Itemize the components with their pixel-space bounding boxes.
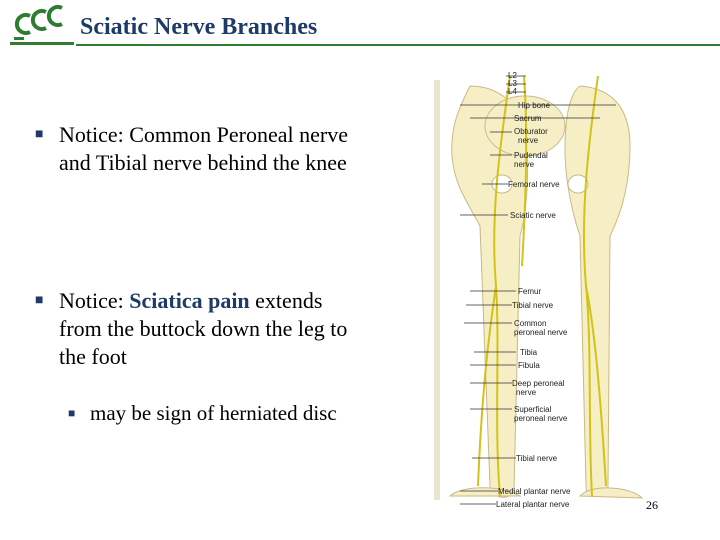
label-obturator-2: nerve <box>518 136 539 145</box>
label-lateral: Lateral plantar nerve <box>496 500 570 509</box>
skeleton-illustration <box>448 85 644 499</box>
title-rule <box>76 44 720 46</box>
label-pudendal-2: nerve <box>514 160 535 169</box>
figure-edge <box>434 80 440 500</box>
label-deep: Deep peroneal <box>512 379 565 388</box>
nerve-paths <box>477 75 607 497</box>
label-medial: Medial plantar nerve <box>498 487 571 496</box>
label-sacrum: Sacrum <box>514 114 542 123</box>
label-fibula: Fibula <box>518 361 540 370</box>
square-bullet-icon: ■ <box>68 406 76 420</box>
leg-nerve-diagram: L2 L3 L4 Hip bone Sacrum Obturator nerve… <box>434 71 644 509</box>
label-obturator: Obturator <box>514 127 548 136</box>
label-femoral: Femoral nerve <box>508 180 560 189</box>
bullet-2-suffix: extends from the buttock down the leg to… <box>59 288 348 369</box>
label-tibial-2: Tibial nerve <box>516 454 558 463</box>
logo-bars <box>10 37 74 45</box>
bullet-2-highlight: Sciatica pain <box>129 288 250 313</box>
label-hip-bone: Hip bone <box>518 101 551 110</box>
label-lines <box>460 75 616 505</box>
label-l4: L4 <box>508 87 517 96</box>
label-common-2: peroneal nerve <box>514 328 568 337</box>
label-l3: L3 <box>508 79 517 88</box>
label-pudendal: Pudendal <box>514 151 548 160</box>
sub-bullet-1-text: may be sign of herniated disc <box>90 401 337 425</box>
figure-labels: L2 L3 L4 Hip bone Sacrum Obturator nerve… <box>496 71 571 509</box>
label-deep-2: nerve <box>516 388 537 397</box>
bullet-1: ■ Notice: Common Peroneal nerve and Tibi… <box>35 121 359 177</box>
bullet-2-prefix: Notice: <box>59 288 130 313</box>
bullet-1-text: Notice: Common Peroneal nerve and Tibial… <box>59 122 348 175</box>
label-l2: L2 <box>508 71 517 80</box>
label-sciatic: Sciatic nerve <box>510 211 556 220</box>
square-bullet-icon: ■ <box>35 293 44 308</box>
slide-title: Sciatic Nerve Branches <box>80 14 318 40</box>
label-superficial: Superficial <box>514 405 552 414</box>
label-tibial-1: Tibial nerve <box>512 301 554 310</box>
bullet-2: ■ Notice: Sciatica pain extends from the… <box>35 287 359 371</box>
label-common: Common <box>514 319 546 328</box>
label-superficial-2: peroneal nerve <box>514 414 568 423</box>
square-bullet-icon: ■ <box>35 127 44 142</box>
page-number: 26 <box>646 498 658 512</box>
sub-bullet-1: ■ may be sign of herniated disc <box>68 399 360 427</box>
logo-letters <box>14 5 63 35</box>
gcc-logo <box>10 5 74 45</box>
label-tibia: Tibia <box>520 348 538 357</box>
label-femur: Femur <box>518 287 541 296</box>
